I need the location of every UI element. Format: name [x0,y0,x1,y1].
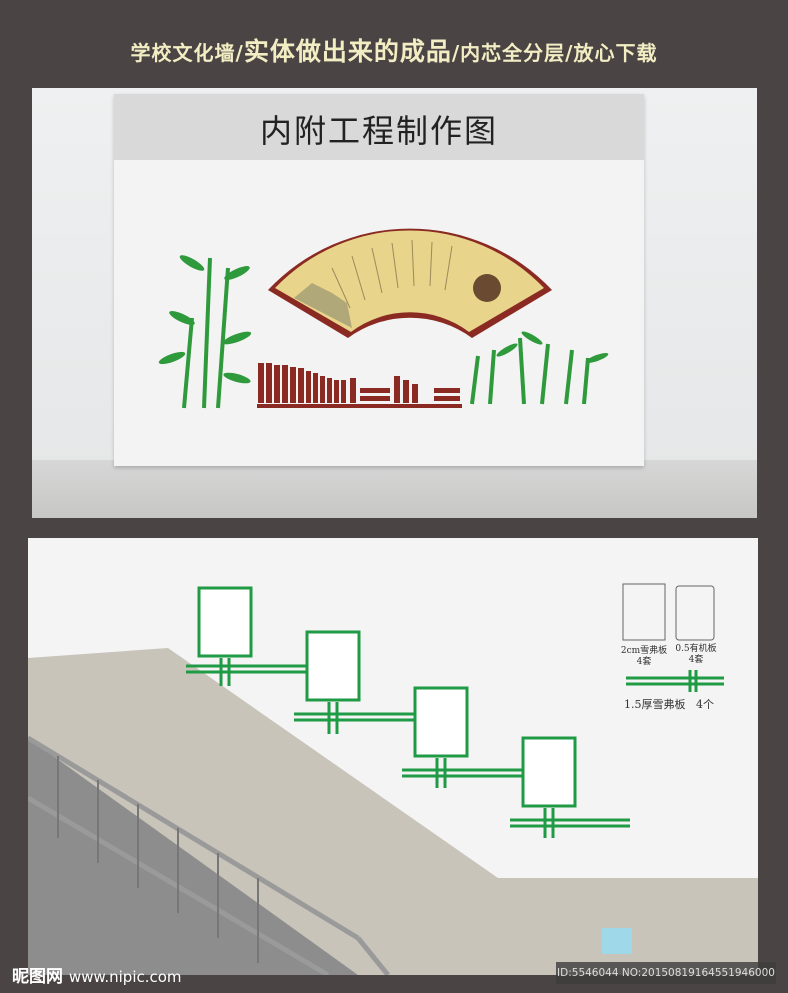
board-sample-1 [622,583,666,641]
board2-label: 0.5有机板 [675,644,717,654]
board1-qty: 4套 [636,657,652,667]
bar-caption: 1.5厚雪弗板 4个 [624,696,744,712]
culture-wall-render: 内附工程制作图 [32,88,757,518]
board1-label: 2cm雪弗板 [620,646,668,656]
title-band [114,94,644,160]
image-id: ID:5546044 NO:20150819164551946000 [556,962,776,984]
bar-qty: 4个 [696,698,714,711]
watermark: 昵图网 www.nipic.com [12,962,182,987]
headline: 学校文化墙/实体做出来的成品/内芯全分层/放心下载 [0,32,788,68]
books [257,363,462,408]
panel-title: 内附工程制作图 [259,112,498,150]
stairwell-artwork [28,583,758,975]
green-frames [197,586,577,808]
watermark-logo: 昵图网 [12,967,63,987]
headline-highlight: 实体做出来的成品 [243,37,452,66]
bamboo-right [470,337,590,405]
stairwell-render: 2cm雪弗板 4套 0.5有机板 4套 1.5厚雪弗板 4个 [28,538,758,975]
green-bars [186,658,724,838]
headline-part3: /内芯全分层/放心下载 [451,41,658,65]
watermark-url: www.nipic.com [68,968,182,986]
balusters [57,756,259,963]
bamboo-left [182,257,230,409]
board-sample-2 [675,585,715,641]
floor [32,460,757,518]
safety-sign [602,928,632,954]
board2-caption: 0.5有机板 4套 [666,644,726,666]
stairs [28,738,358,975]
fan-panel [268,228,552,338]
bar-label: 1.5厚雪弗板 [624,698,686,711]
bamboo-leaves [158,255,609,384]
board1-caption: 2cm雪弗板 4套 [614,646,674,668]
wall-artwork [158,228,609,409]
headline-part1: 学校文化墙/ [130,41,244,65]
board2-qty: 4套 [688,655,704,665]
